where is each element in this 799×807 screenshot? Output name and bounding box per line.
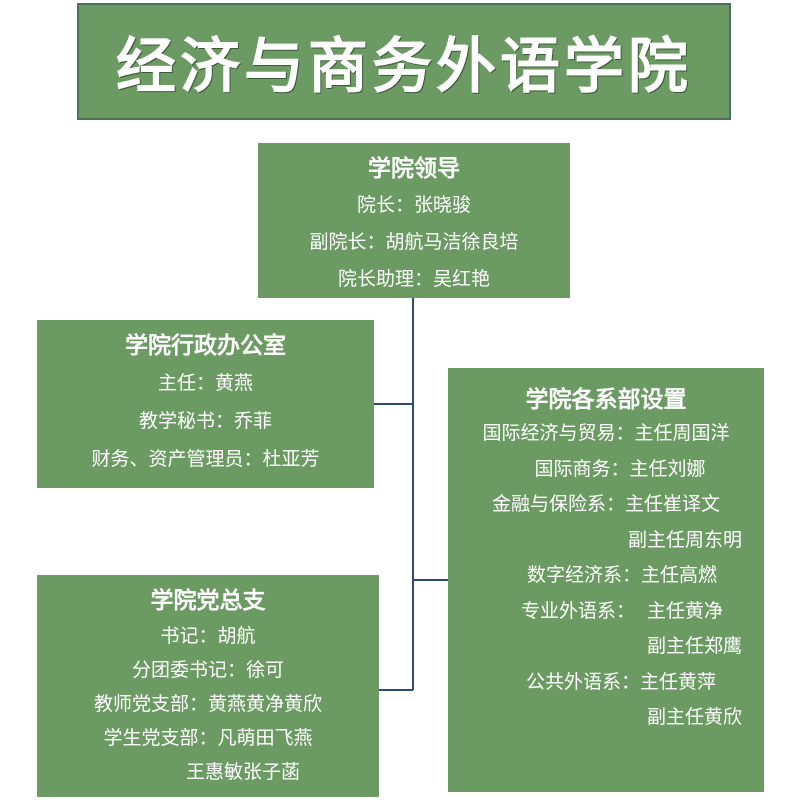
department-line: 副主任郑鹰 [646, 635, 742, 657]
leadership-line: 副院长：胡航马洁徐良培 [309, 231, 519, 253]
party-branch-line: 王惠敏张子菡 [185, 761, 300, 783]
department-line: 金融与保险系：主任崔译文 [491, 493, 720, 515]
party-branch-title: 学院党总支 [150, 588, 266, 614]
department-line: 公共外语系：主任黄萍 [525, 670, 716, 693]
admin-office-line: 财务、资产管理员：杜亚芳 [91, 448, 320, 470]
leadership-title: 学院领导 [368, 156, 460, 182]
college-title: 经济与商务外语学院 [116, 32, 692, 102]
party-branch-line: 书记：胡航 [160, 625, 256, 647]
admin-office-box: 学院行政办公室 主任：黄燕 教学秘书：乔菲 财务、资产管理员：杜亚芳 [37, 320, 374, 488]
departments-title: 学院各系部设置 [525, 387, 687, 413]
department-line: 副主任黄欣 [646, 706, 742, 728]
leadership-line: 院长：张晓骏 [356, 194, 471, 216]
department-line: 国际经济与贸易：主任周国洋 [482, 422, 730, 444]
department-line: 国际商务：主任刘娜 [534, 457, 706, 480]
party-branch-line: 教师党支部：黄燕黄净黄欣 [93, 693, 322, 715]
college-header: 经济与商务外语学院 [77, 3, 731, 120]
department-line: 数字经济系：主任高燃 [526, 564, 717, 586]
departments-box: 学院各系部设置 国际经济与贸易：主任周国洋 国际商务：主任刘娜 金融与保险系：主… [448, 368, 764, 792]
admin-office-line: 教学秘书：乔菲 [138, 410, 272, 432]
department-line: 专业外语系： 主任黄净 [520, 599, 724, 622]
party-branch-line: 学生党支部：凡萌田飞燕 [103, 727, 313, 749]
admin-office-line: 主任：黄燕 [157, 372, 253, 394]
leadership-box: 学院领导 院长：张晓骏 副院长：胡航马洁徐良培 院长助理：吴红艳 [258, 143, 570, 298]
department-line: 副主任周东明 [627, 528, 742, 551]
leadership-line: 院长助理：吴红艳 [337, 268, 490, 290]
party-branch-line: 分团委书记：徐可 [131, 659, 284, 681]
party-branch-box: 学院党总支 书记：胡航 分团委书记：徐可 教师党支部：黄燕黄净黄欣 学生党支部：… [37, 575, 379, 797]
admin-office-title: 学院行政办公室 [125, 333, 286, 359]
